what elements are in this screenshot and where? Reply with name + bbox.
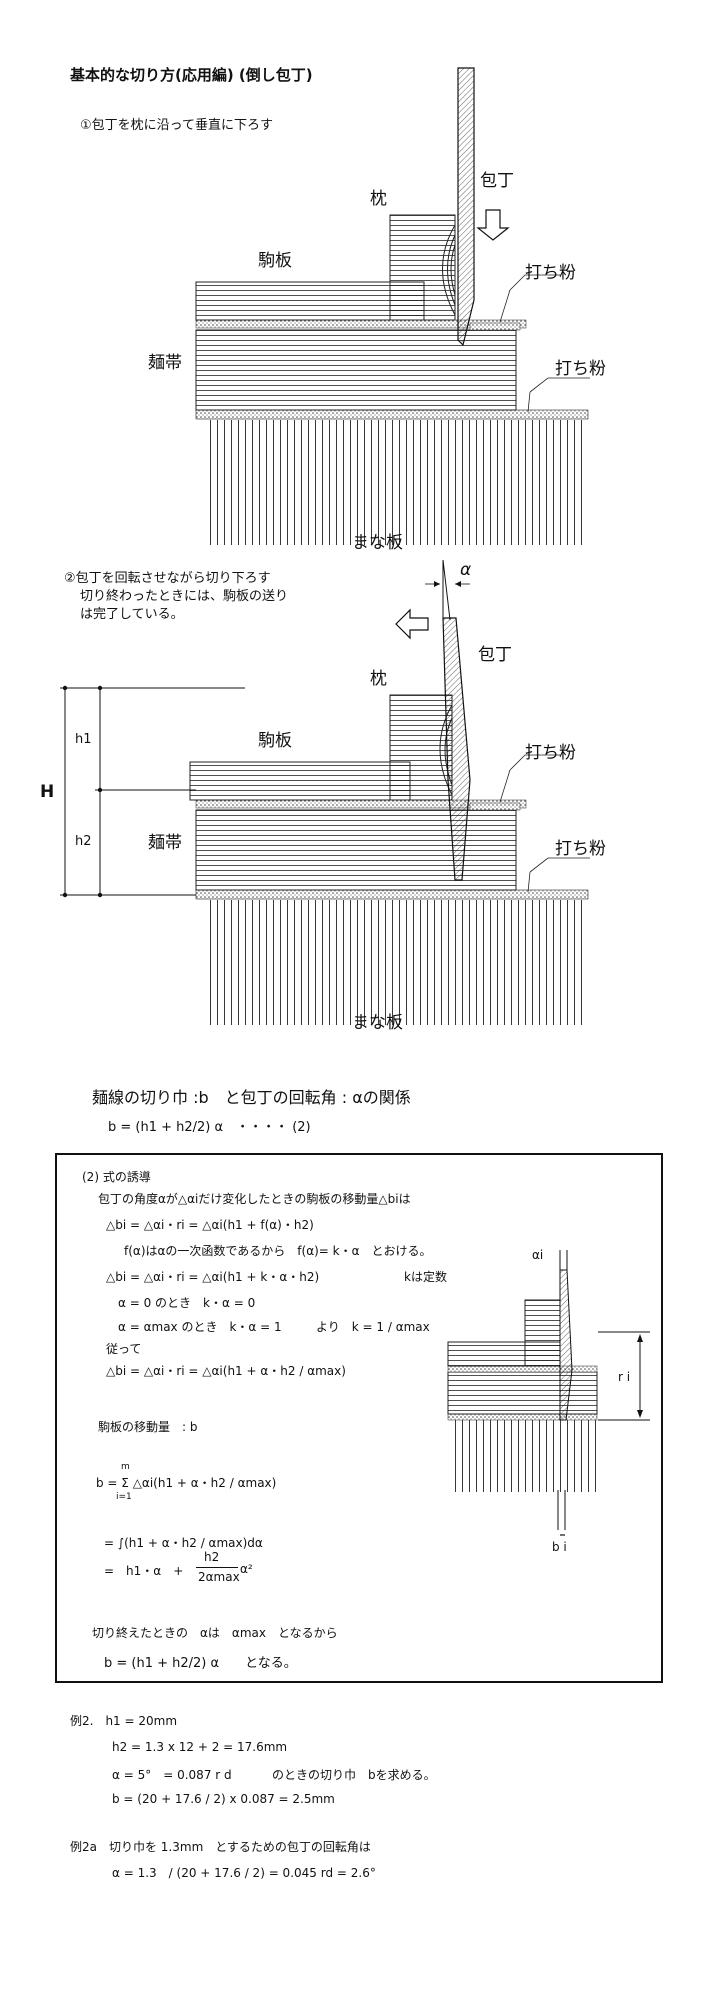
deriv-l10-sup: m [121, 1462, 130, 1472]
deriv-l14: b = (h1 + h2/2) α となる。 [104, 1656, 297, 1671]
pillow-label-2: 枕 [370, 669, 387, 689]
deriv-l8: △bi = △αi・ri = △αi(h1 + α・h2 / αmax) [106, 1364, 346, 1378]
step2-caption-line2: 切り終わったときには、駒板の送り [80, 589, 289, 604]
derivation-box [55, 1153, 663, 1683]
step2-caption-line3: は完了している。 [80, 607, 184, 622]
deriv-l2: △bi = △αi・ri = △αi(h1 + f(α)・h2) [106, 1218, 314, 1232]
h1-label: h1 [75, 732, 92, 747]
koma-label-1: 駒板 [258, 251, 292, 271]
powder-top-label-1: 打ち粉 [525, 263, 576, 283]
step1-caption: ①包丁を枕に沿って垂直に下ろす [80, 118, 274, 133]
example2a-l1: 例2a 切り巾を 1.3mm とするための包丁の回転角は [70, 1840, 371, 1854]
deriv-l12-num: h2 [204, 1550, 220, 1564]
example2-l3: α = 5° = 0.087 r d [112, 1768, 232, 1782]
deriv-title: (2) 式の誘導 [82, 1170, 151, 1184]
deriv-l13: 切り終えたときの αは αmax となるから [92, 1626, 338, 1640]
H-label: H [40, 782, 55, 802]
deriv-l12a: = h1・α + [104, 1564, 184, 1578]
diagram2 [60, 559, 590, 1025]
deriv-l11: = ∫(h1 + α・h2 / αmax)dα [104, 1536, 263, 1550]
fraction-bar [196, 1567, 238, 1568]
deriv-l6b: より k = 1 / αmax [316, 1320, 430, 1334]
knife-label-2: 包丁 [478, 645, 512, 665]
example2-l3b: のときの切り巾 bを求める。 [272, 1768, 436, 1782]
pillow-label-1: 枕 [370, 189, 387, 209]
deriv-l6: α = αmax のとき k・α = 1 [118, 1320, 282, 1334]
deriv-l4b: kは定数 [404, 1270, 447, 1284]
deriv-l10: b = Σ △αi(h1 + α・h2 / αmax) [96, 1476, 277, 1490]
deriv-l7: 従って [106, 1342, 142, 1356]
deriv-l9: 駒板の移動量 : b [98, 1420, 198, 1434]
fig-ri-label: r i [618, 1370, 631, 1384]
step2-caption-line1: ②包丁を回転させながら切り下ろす [64, 571, 271, 586]
relation-formula: b = (h1 + h2/2) α ・・・・ (2) [108, 1120, 311, 1135]
relation-heading: 麺線の切り巾 :b と包丁の回転角 : αの関係 [92, 1088, 411, 1107]
example2-l4: b = (20 + 17.6 / 2) x 0.087 = 2.5mm [112, 1792, 335, 1806]
example2-l2: h2 = 1.3 x 12 + 2 = 17.6mm [112, 1740, 288, 1754]
powder-top-label-2: 打ち粉 [525, 743, 576, 763]
men-label-1: 麺帯 [148, 353, 182, 373]
h2-label: h2 [75, 834, 92, 849]
deriv-l12b: α² [240, 1562, 253, 1576]
fig-ai-label: αi [532, 1248, 544, 1262]
diagram1 [195, 67, 590, 545]
fig-bi-label: b i [552, 1540, 567, 1554]
deriv-l12-den: 2αmax [198, 1570, 240, 1584]
deriv-l5: α = 0 のとき k・α = 0 [118, 1296, 256, 1310]
board-label-1: まな板 [352, 533, 403, 553]
powder-bottom-label-2: 打ち粉 [555, 839, 606, 859]
koma-label-2: 駒板 [258, 731, 292, 751]
deriv-l3: f(α)はαの一次函数であるから f(α)= k・α とおける。 [124, 1244, 432, 1258]
deriv-l4: △bi = △αi・ri = △αi(h1 + k・α・h2) [106, 1270, 320, 1284]
derivation-figure [447, 1250, 650, 1536]
alpha-label: α [460, 560, 472, 580]
knife-label-1: 包丁 [480, 171, 514, 191]
page-title: 基本的な切り方(応用編) (倒し包丁) [70, 66, 313, 84]
example2-l1: 例2. h1 = 20mm [70, 1714, 178, 1728]
board-label-2: まな板 [352, 1013, 403, 1033]
men-label-2: 麺帯 [148, 833, 182, 853]
powder-bottom-label-1: 打ち粉 [555, 359, 606, 379]
deriv-l10-sub: i=1 [116, 1492, 132, 1502]
example2a-l2: α = 1.3 / (20 + 17.6 / 2) = 0.045 rd = 2… [112, 1866, 376, 1880]
deriv-l1: 包丁の角度αが△αiだけ変化したときの駒板の移動量△biは [98, 1192, 411, 1206]
